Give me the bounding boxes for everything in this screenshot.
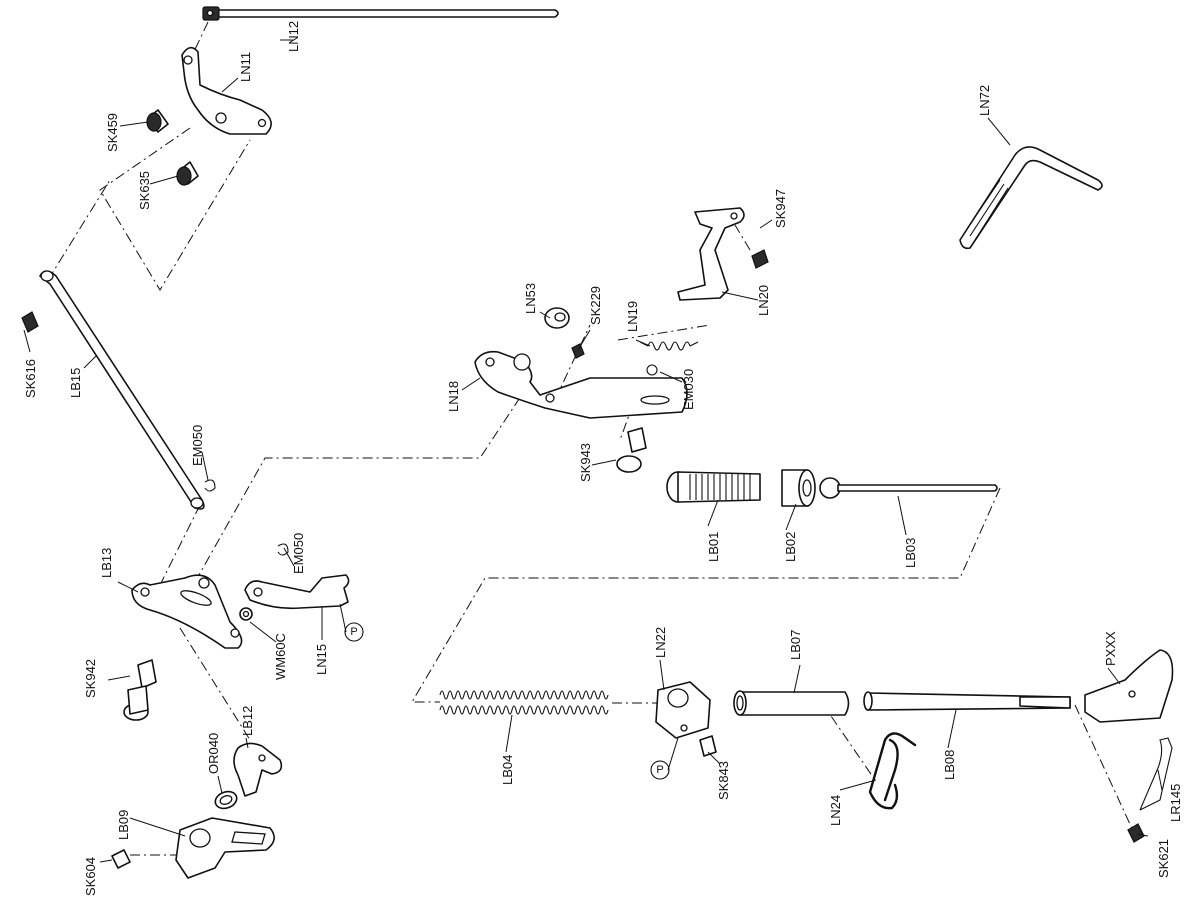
label-or040: OR040 (206, 733, 221, 774)
label-lb01: LB01 (706, 532, 721, 562)
label-ln53: LN53 (523, 283, 538, 314)
label-sk843: SK843 (716, 761, 731, 800)
part-sk459-screw (146, 109, 169, 133)
label-lb02: LB02 (783, 532, 798, 562)
part-lb08-shaft (863, 691, 1071, 711)
label-ln18: LN18 (446, 381, 461, 412)
leader-lines (23, 39, 1163, 863)
part-ln11-lever (181, 46, 272, 135)
label-sk459: SK459 (105, 113, 120, 152)
label-sk229: SK229 (588, 286, 603, 325)
part-lb03-rod (819, 477, 998, 499)
label-em030: EM030 (681, 369, 696, 410)
label-ln72: LN72 (977, 85, 992, 116)
label-sk635: SK635 (137, 171, 152, 210)
label-ln12: LN12 (286, 21, 301, 52)
part-ln18-plate (474, 350, 688, 419)
label-sk604: SK604 (83, 857, 98, 896)
label-lb07: LB07 (788, 630, 803, 660)
svg-text:P: P (350, 626, 357, 638)
part-sk604-screw (111, 849, 131, 869)
part-sk943-screw (616, 427, 647, 473)
label-wm60c: WM60C (273, 633, 288, 680)
label-ln11: LN11 (238, 52, 253, 82)
part-lb15-link (39, 270, 205, 510)
part-em050-ring-b (277, 543, 289, 556)
part-ln22-block (655, 681, 711, 739)
label-sk942: SK942 (83, 659, 98, 698)
part-ln24-wire (868, 732, 917, 810)
label-lb04: LB04 (500, 755, 515, 785)
label-em050-a: EM050 (190, 425, 205, 466)
p-marker-a: P (344, 622, 364, 642)
part-lb04-spring (439, 690, 609, 715)
part-sk635-screw (176, 161, 199, 186)
svg-text:P: P (656, 764, 663, 776)
label-pxxx: PXXX (1103, 631, 1118, 666)
part-sk947-screw (751, 249, 769, 269)
part-lb12-shaft (233, 742, 283, 797)
part-or040-ring (214, 790, 238, 810)
label-ln22: LN22 (653, 627, 668, 658)
part-em030-ring (646, 364, 658, 376)
label-lb13: LB13 (99, 548, 114, 578)
part-lb02-nut (781, 469, 816, 507)
part-labels: LN12 LN11 SK459 SK635 LN72 SK947 LN20 LN… (23, 21, 1183, 896)
part-pxxx-foot (1084, 649, 1174, 723)
part-lb13-plate (131, 574, 243, 649)
label-lr145: LR145 (1168, 784, 1183, 822)
label-ln15: LN15 (314, 644, 329, 675)
part-sk843-screw (699, 735, 717, 757)
part-ln12-rod (202, 6, 559, 21)
part-lr145-wire (1139, 737, 1173, 811)
p-marker-b: P (650, 760, 670, 780)
part-lb01-bolt (666, 471, 761, 503)
label-lb12: LB12 (240, 706, 255, 736)
label-ln19: LN19 (625, 301, 640, 332)
part-ln53-collar (544, 307, 570, 329)
label-sk616: SK616 (23, 359, 38, 398)
part-sk621-screw (1127, 823, 1145, 843)
label-sk943: SK943 (578, 443, 593, 482)
label-lb03: LB03 (903, 538, 918, 568)
part-sk616-screw (21, 311, 39, 333)
part-sk229-screw (571, 343, 585, 359)
part-ln15-arm (244, 574, 350, 610)
label-lb08: LB08 (942, 750, 957, 780)
part-ln72-wrench (959, 146, 1103, 250)
label-lb15: LB15 (68, 368, 83, 398)
part-wm60c-washer (239, 607, 253, 621)
label-sk621: SK621 (1156, 839, 1171, 878)
label-lb09: LB09 (116, 810, 131, 840)
label-ln20: LN20 (756, 285, 771, 316)
part-lb09-block (175, 817, 275, 879)
label-em050-b: EM050 (291, 533, 306, 574)
part-ln20-arm (677, 207, 745, 301)
assembly-lines (47, 21, 1136, 856)
part-sk942-screw (123, 659, 157, 721)
part-lb07-tube (733, 690, 850, 716)
part-ln19-spring (639, 341, 699, 351)
part-em050-ring-a (204, 479, 216, 492)
label-sk947: SK947 (773, 189, 788, 228)
label-ln24: LN24 (828, 795, 843, 826)
